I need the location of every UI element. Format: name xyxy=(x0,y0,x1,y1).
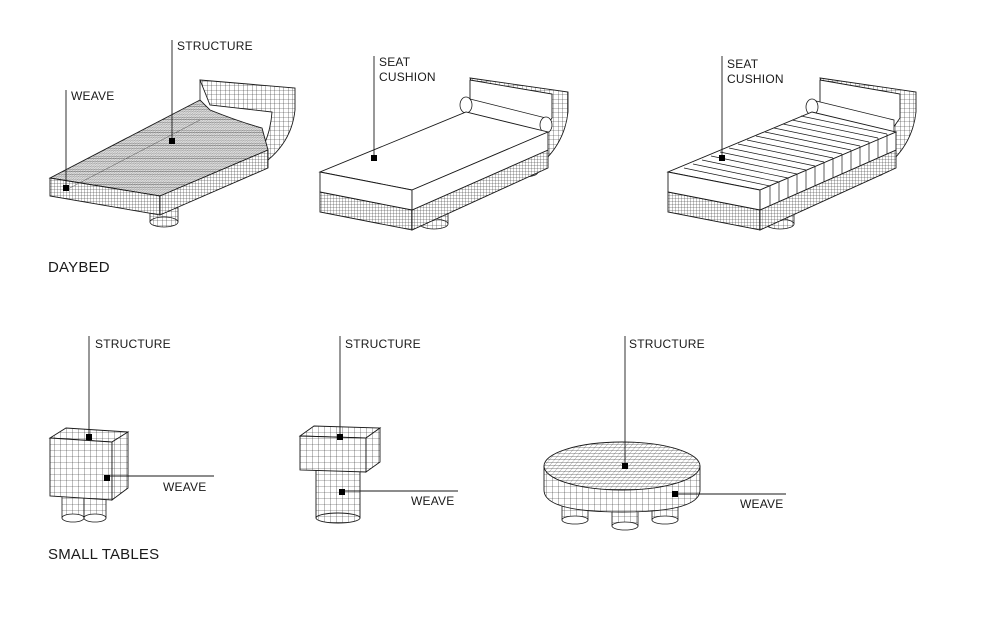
label-seat: SEAT xyxy=(727,57,759,71)
daybed-seat-cushion xyxy=(318,77,569,231)
label-structure: STRUCTURE xyxy=(345,337,421,351)
label-weave: WEAVE xyxy=(740,497,783,511)
structure-marker xyxy=(86,434,92,440)
label-weave: WEAVE xyxy=(71,89,114,103)
weave-marker xyxy=(672,491,678,497)
table-3-callouts: STRUCTURE WEAVE xyxy=(622,336,786,511)
section-title-small-tables: SMALL TABLES xyxy=(48,546,159,563)
label-weave: WEAVE xyxy=(411,494,454,508)
cushion-marker xyxy=(719,155,725,161)
small-table-cantilever xyxy=(298,425,382,524)
table-1-callouts: STRUCTURE WEAVE xyxy=(86,336,214,494)
weave-marker xyxy=(63,185,69,191)
table-2-callouts: STRUCTURE WEAVE xyxy=(337,336,458,508)
small-table-cube xyxy=(48,427,130,523)
cushion-marker xyxy=(371,155,377,161)
structure-marker xyxy=(337,434,343,440)
structure-marker xyxy=(622,463,628,469)
section-title-daybed: DAYBED xyxy=(48,259,110,276)
daybed-3-callouts: SEAT CUSHION xyxy=(719,56,784,161)
label-cushion: CUSHION xyxy=(379,70,436,84)
label-seat: SEAT xyxy=(379,55,411,69)
label-structure: STRUCTURE xyxy=(629,337,705,351)
label-structure: STRUCTURE xyxy=(177,39,253,53)
structure-marker xyxy=(169,138,175,144)
daybed-1-callouts: STRUCTURE WEAVE xyxy=(63,39,253,191)
label-structure: STRUCTURE xyxy=(95,337,171,351)
weave-marker xyxy=(104,475,110,481)
daybed-slatted-cushion xyxy=(666,77,917,231)
label-weave: WEAVE xyxy=(163,480,206,494)
daybed-structure-weave xyxy=(48,79,296,228)
small-table-round xyxy=(543,441,701,531)
daybed-2-callouts: SEAT CUSHION xyxy=(371,55,436,161)
weave-marker xyxy=(339,489,345,495)
label-cushion: CUSHION xyxy=(727,72,784,86)
